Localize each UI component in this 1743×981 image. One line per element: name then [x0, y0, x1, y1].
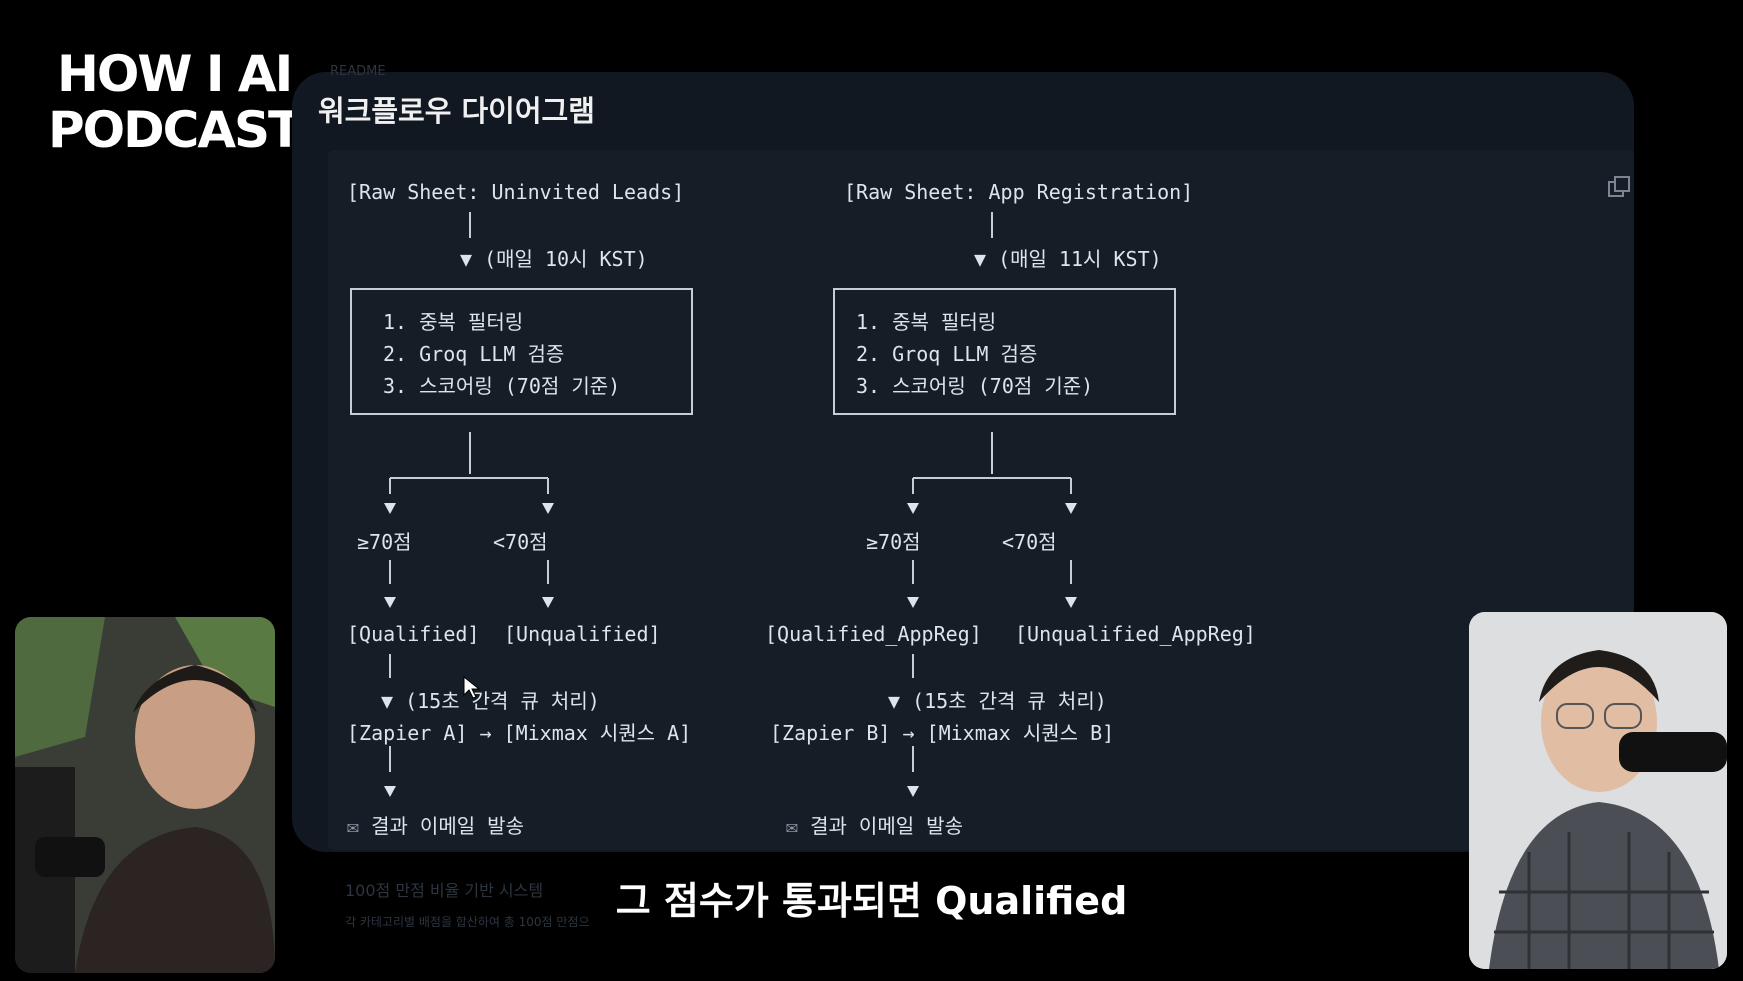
podcast-logo: HOW I AI PODCAST: [48, 45, 302, 159]
readme-tab[interactable]: README: [330, 64, 386, 79]
left-step-2: 2. Groq LLM 검증: [383, 342, 565, 366]
right-queue: ▼ (15초 간격 큐 처리): [888, 689, 1107, 713]
logo-line-2: PODCAST: [48, 101, 302, 159]
right-schedule: ▼ (매일 11시 KST): [974, 247, 1162, 271]
right-result: ✉ 결과 이메일 발송: [786, 810, 963, 839]
right-step-1: 1. 중복 필터링: [856, 310, 997, 334]
right-high-score: ≥70점: [866, 530, 921, 554]
left-low-score: <70점: [493, 530, 548, 554]
left-result-text: 결과 이메일 발송: [371, 814, 524, 838]
right-source-sheet: [Raw Sheet: App Registration]: [844, 180, 1194, 204]
right-webcam: [1469, 612, 1727, 969]
mail-icon: ✉: [786, 814, 811, 838]
mail-icon: ✉: [347, 814, 372, 838]
right-unqualified: [Unqualified_AppReg]: [1015, 622, 1256, 646]
logo-line-1: HOW I AI: [56, 45, 293, 103]
left-high-score: ≥70점: [357, 530, 412, 554]
right-low-score: <70점: [1002, 530, 1057, 554]
left-step-1: 1. 중복 필터링: [383, 310, 524, 334]
left-schedule: ▼ (매일 10시 KST): [460, 247, 648, 271]
code-block: [328, 150, 1634, 850]
panel-title: 워크플로우 다이어그램: [318, 94, 595, 128]
faint-heading: 100점 만점 비율 기반 시스템: [345, 881, 544, 900]
left-queue: ▼ (15초 간격 큐 처리): [381, 689, 600, 713]
right-result-text: 결과 이메일 발송: [810, 814, 963, 838]
faint-subtext: 각 카테고리별 배점을 합산하여 총 100점 만점으: [345, 915, 590, 929]
left-step-3: 3. 스코어링 (70점 기준): [383, 374, 621, 398]
right-step-3: 3. 스코어링 (70점 기준): [856, 374, 1094, 398]
mouse-cursor-icon: [463, 676, 481, 699]
left-source-sheet: [Raw Sheet: Uninvited Leads]: [347, 180, 685, 204]
subtitle-caption: 그 점수가 통과되면 Qualified: [615, 879, 1128, 923]
right-qualified: [Qualified_AppReg]: [765, 622, 982, 646]
right-zapier: [Zapier B] → [Mixmax 시퀀스 B]: [770, 721, 1115, 745]
left-zapier: [Zapier A] → [Mixmax 시퀀스 A]: [347, 721, 692, 745]
left-result: ✉ 결과 이메일 발송: [347, 810, 524, 839]
left-qualified: [Qualified]: [347, 622, 480, 646]
left-unqualified: [Unqualified]: [504, 622, 661, 646]
right-step-2: 2. Groq LLM 검증: [856, 342, 1038, 366]
copy-icon[interactable]: [1607, 175, 1631, 199]
left-webcam: [15, 617, 275, 973]
